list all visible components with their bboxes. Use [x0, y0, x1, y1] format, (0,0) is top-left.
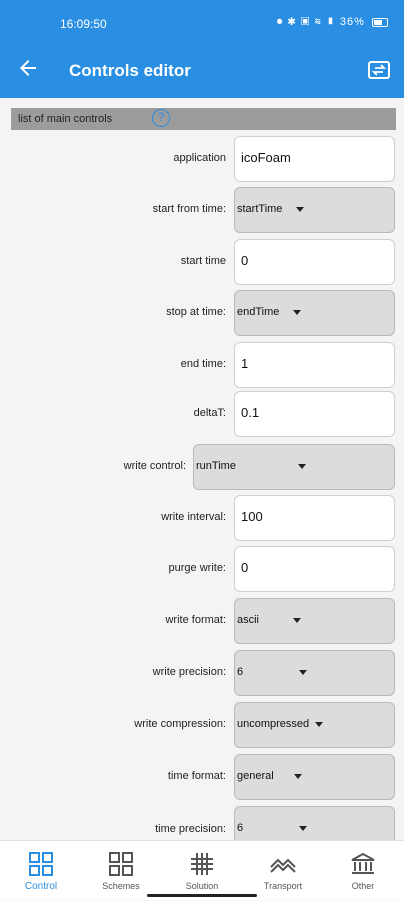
purge-write-input[interactable]: 0 [234, 546, 395, 592]
nav-label: Transport [263, 881, 303, 891]
field-label: end time: [180, 358, 226, 370]
nav-solution[interactable]: Solution [162, 841, 242, 901]
bank-icon [351, 852, 375, 874]
dropdown-caret-icon [293, 773, 302, 779]
row-stop-at-time: stop at time: endTime [0, 290, 404, 336]
field-label: write format: [165, 614, 226, 626]
stop-at-time-select[interactable]: endTime [234, 290, 395, 336]
field-label: time precision: [155, 823, 226, 835]
status-time: 16:09:50 [60, 17, 107, 31]
nav-control[interactable]: Control [1, 841, 81, 901]
nav-schemes[interactable]: Schemes [81, 841, 161, 901]
row-time-format: time format: general [0, 754, 404, 800]
start-from-time-select[interactable]: startTime [234, 187, 395, 233]
field-label: application [173, 152, 226, 164]
select-value: startTime [237, 203, 283, 215]
row-application: application icoFoam [0, 136, 404, 182]
nav-transport[interactable]: Transport [243, 841, 323, 901]
battery-icon [372, 17, 388, 27]
time-format-select[interactable]: general [234, 754, 395, 800]
grid-icon [29, 852, 53, 876]
nav-other[interactable]: Other [323, 841, 403, 901]
write-compression-select[interactable]: uncompressed [234, 702, 395, 748]
select-value: ascii [237, 614, 260, 626]
field-label: write compression: [134, 718, 226, 730]
field-label: purge write: [168, 562, 226, 574]
deltat-input[interactable]: 0.1 [234, 391, 395, 437]
nav-label: Other [351, 881, 375, 891]
home-indicator[interactable] [147, 894, 257, 897]
write-precision-select[interactable]: 6 [234, 650, 395, 696]
status-symbols-icon: ⏺ ✱ ▣ ≋ ▮ [276, 16, 336, 28]
dropdown-caret-icon [296, 206, 305, 212]
select-value: 6 [237, 666, 244, 678]
field-label: write interval: [161, 511, 226, 523]
select-value: 6 [237, 822, 244, 834]
row-deltat: deltaT: 0.1 [0, 391, 404, 437]
write-control-select[interactable]: runTime [193, 444, 395, 490]
section-header: list of main controls [11, 108, 396, 130]
hash-icon [191, 853, 213, 875]
field-label: stop at time: [166, 306, 226, 318]
write-format-select[interactable]: ascii [234, 598, 395, 644]
dropdown-caret-icon [297, 463, 306, 469]
dropdown-caret-icon [315, 721, 324, 727]
back-arrow-icon[interactable] [16, 56, 40, 80]
row-start-time: start time 0 [0, 239, 404, 285]
time-precision-select[interactable]: 6 [234, 806, 395, 840]
swap-icon[interactable] [366, 57, 392, 83]
nav-label: Solution [185, 881, 219, 891]
field-label: write precision: [152, 666, 226, 678]
nav-label: Control [24, 881, 58, 892]
dropdown-caret-icon [299, 825, 308, 831]
field-label: start time [180, 255, 226, 267]
status-icons: ⏺ ✱ ▣ ≋ ▮ 36% [277, 16, 388, 29]
field-label: deltaT: [193, 407, 226, 419]
row-write-format: write format: ascii [0, 598, 404, 644]
write-interval-input[interactable]: 100 [234, 495, 395, 541]
dropdown-caret-icon [293, 617, 302, 623]
select-value: general [237, 770, 274, 782]
dropdown-caret-icon [293, 309, 302, 315]
row-time-precision: time precision: 6 [0, 806, 404, 840]
transport-icon [270, 858, 296, 873]
dropdown-caret-icon [299, 669, 308, 675]
select-value: runTime [196, 460, 236, 472]
start-time-input[interactable]: 0 [234, 239, 395, 285]
field-label: time format: [167, 770, 226, 782]
row-write-interval: write interval: 100 [0, 495, 404, 541]
status-bar: 16:09:50 ⏺ ✱ ▣ ≋ ▮ 36% [0, 0, 404, 44]
row-write-compression: write compression: uncompressed [0, 702, 404, 748]
row-write-precision: write precision: 6 [0, 650, 404, 696]
field-label: write control: [123, 460, 186, 472]
app-bar: Controls editor [0, 44, 404, 98]
bottom-navigation: Control Schemes Solution Transport Other [0, 840, 404, 900]
row-write-control: write control: runTime [0, 444, 404, 490]
row-start-from-time: start from time: startTime [0, 187, 404, 233]
page-title: Controls editor [69, 61, 191, 80]
select-value: uncompressed [237, 718, 310, 730]
select-value: endTime [237, 306, 280, 318]
battery-level: 36% [339, 16, 365, 28]
nav-label: Schemes [102, 881, 140, 891]
row-end-time: end time: 1 [0, 342, 404, 388]
row-purge-write: purge write: 0 [0, 546, 404, 592]
end-time-input[interactable]: 1 [234, 342, 395, 388]
application-input[interactable]: icoFoam [234, 136, 395, 182]
field-label: start from time: [152, 203, 226, 215]
controls-form[interactable]: list of main controls ? application icoF… [0, 98, 404, 840]
schemes-icon [109, 852, 133, 876]
help-icon[interactable]: ? [152, 109, 170, 127]
